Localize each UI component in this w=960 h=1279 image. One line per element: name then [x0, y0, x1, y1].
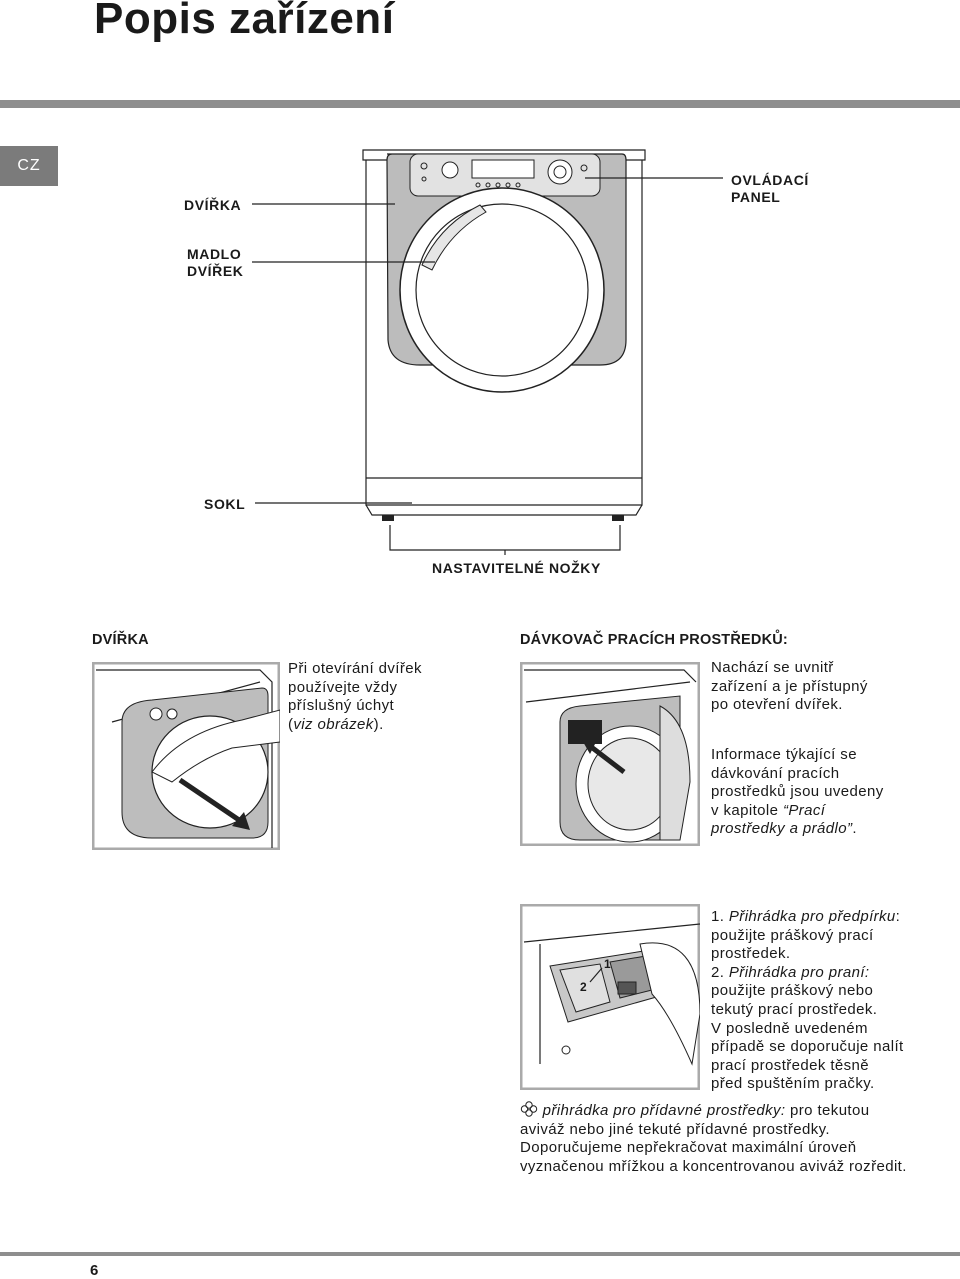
language-tab: CZ — [0, 146, 58, 186]
compartment-2-line: prací prostředek těsně — [711, 1056, 870, 1074]
flower-softener-icon — [520, 1101, 538, 1117]
compartment-2-line: případě se doporučuje nalít — [711, 1038, 904, 1056]
page-number: 6 — [90, 1262, 99, 1279]
door-handle-label-line2: DVÍŘEK — [187, 263, 244, 279]
compartment-1-line: prostředek. — [711, 945, 791, 963]
bottom-divider — [0, 1252, 960, 1256]
softener-line: přihrádka pro přídavné prostředky: pro t… — [520, 1101, 907, 1121]
dispenser-text-line: Informace týkající se — [711, 746, 857, 763]
softener-text: přihrádka pro přídavné prostředky: pro t… — [520, 1101, 907, 1176]
dispenser-text-line: Nachází se uvnitř — [711, 659, 834, 676]
drawer-illustration — [520, 904, 700, 1090]
dispenser-text-line: prostředků jsou uvedeny — [711, 783, 884, 801]
compartment-2-line: tekutý prací prostředek. — [711, 1000, 878, 1018]
compartments-text: 1. Přihrádka pro předpírku: použijte prá… — [711, 908, 904, 1094]
drawer-label-1: 1 — [604, 957, 611, 971]
dispenser-text-1: Nachází se uvnitř zařízení a je přístupn… — [711, 659, 868, 715]
door-opening-illustration — [92, 662, 280, 850]
dispenser-text-line: prostředky a prádlo”. — [711, 820, 857, 838]
door-handle-label-line1: MADLO — [187, 246, 242, 262]
dispenser-text-line: zařízení a je přístupný — [711, 677, 868, 695]
door-text-line: používejte vždy — [288, 678, 398, 696]
door-section-heading: DVÍŘKA — [92, 632, 149, 648]
compartment-1-line: použijte práškový prací — [711, 926, 874, 944]
compartment-2-line: V posledně uvedeném — [711, 1019, 868, 1037]
door-text-line: (viz obrázek). — [288, 715, 384, 733]
compartment-2-line: 2. Přihrádka pro praní: — [711, 963, 870, 981]
dispenser-text-2: Informace týkající se dávkování pracích … — [711, 746, 884, 839]
dispenser-section-heading: DÁVKOVAČ PRACÍCH PROSTŘEDKŮ: — [520, 632, 788, 648]
control-panel-label-line2: PANEL — [731, 189, 781, 205]
softener-line: aviváž nebo jiné tekuté přídavné prostře… — [520, 1120, 830, 1138]
page-title: Popis zařízení — [94, 0, 395, 43]
compartment-2-line: použijte práškový nebo — [711, 982, 874, 1000]
door-section-text: Při otevírání dvířek používejte vždy pří… — [288, 660, 422, 734]
feet-label: NASTAVITELNÉ NOŽKY — [432, 560, 601, 576]
dispenser-text-line: dávkování pracích — [711, 764, 840, 782]
compartment-2-line: před spuštěním pračky. — [711, 1075, 875, 1093]
control-panel-label-line1: OVLÁDACÍ — [731, 172, 809, 188]
base-label: SOKL — [204, 496, 246, 512]
door-text-line: Při otevírání dvířek — [288, 660, 422, 677]
washing-machine-illustration — [252, 149, 723, 555]
softener-line: Doporučujeme nepřekračovat maximální úro… — [520, 1139, 857, 1157]
dispenser-text-line: po otevření dvířek. — [711, 696, 843, 714]
door-text-line: příslušný úchyt — [288, 697, 395, 715]
top-divider — [0, 100, 960, 108]
softener-line: vyznačenou mřížkou a koncentrovanou aviv… — [520, 1157, 907, 1175]
drawer-label-2: 2 — [580, 980, 587, 994]
dispenser-illustration — [520, 662, 700, 846]
dispenser-text-line: v kapitole “Prací — [711, 801, 826, 819]
door-label: DVÍŘKA — [184, 197, 242, 213]
compartment-1-line: 1. Přihrádka pro předpírku: — [711, 908, 901, 925]
